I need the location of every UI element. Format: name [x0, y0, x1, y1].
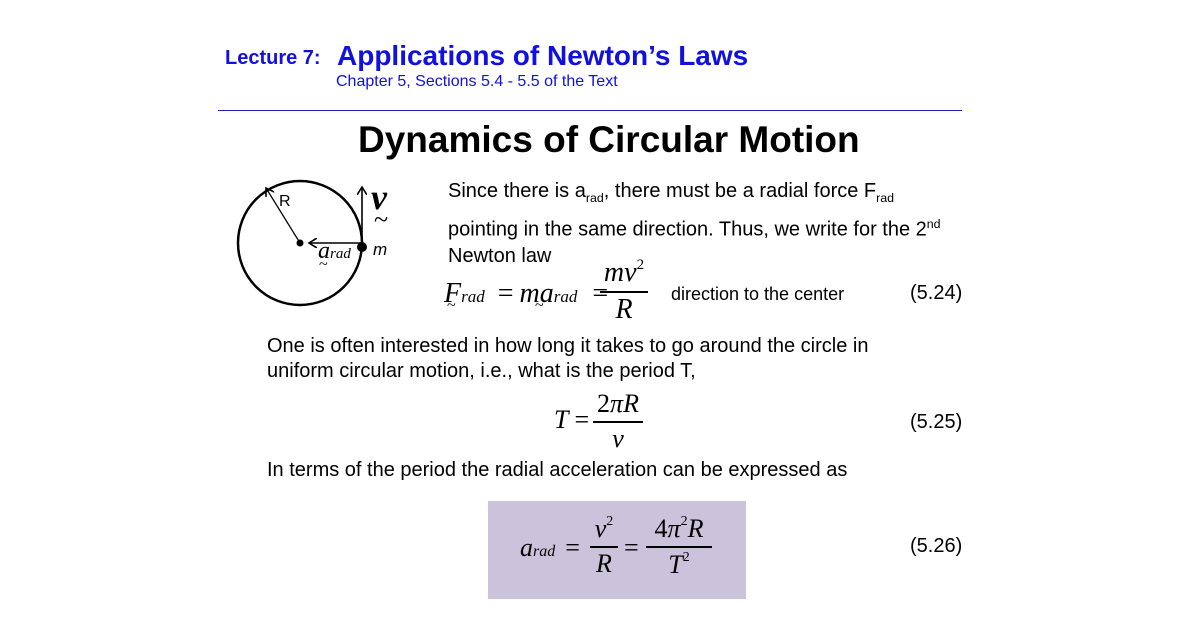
para1-sup: nd: [926, 217, 941, 231]
eq2-lhs: T=: [554, 405, 589, 435]
para1-text-4: Newton law: [448, 244, 552, 267]
paragraph-accel-period: In terms of the period the radial accele…: [267, 459, 848, 481]
eq3-highlight-box: [488, 501, 746, 599]
accel-symbol: a: [318, 238, 330, 264]
eq1-m: m: [519, 278, 540, 309]
velocity-tilde: ~: [374, 205, 389, 234]
paragraph-radial-force: Since there is arad, there must be a rad…: [448, 178, 941, 269]
eq3-a: a: [520, 533, 533, 562]
lecture-subtitle: Chapter 5, Sections 5.4 - 5.5 of the Tex…: [336, 73, 618, 90]
eq2-num-pi: π: [610, 389, 624, 418]
mass-label: m: [373, 240, 388, 259]
eq3-frac2-num-R: R: [687, 514, 704, 543]
eq3-frac2-den-sup: 2: [682, 549, 690, 565]
eq3-frac2-den: T: [668, 549, 683, 579]
eq1-a: a: [539, 278, 554, 309]
circular-motion-figure: [236, 179, 367, 307]
paragraph-period: One is often interested in how long it t…: [267, 334, 868, 384]
eq3-equals-2: =: [624, 533, 639, 562]
eq1-equals-2: =: [592, 278, 609, 309]
eq1-a-tilde: ~: [535, 297, 544, 314]
eq1-note: direction to the center: [671, 284, 845, 304]
eq3-frac2-num-pi: π: [667, 514, 681, 543]
eq3-fraction-1: v2 R: [590, 515, 618, 577]
eq3-lhs: arad =: [520, 533, 580, 563]
page-title: Dynamics of Circular Motion: [358, 119, 860, 160]
eq1-F-tilde: ~: [447, 297, 456, 314]
para2-line-2: uniform circular motion, i.e., what is t…: [267, 360, 696, 382]
eq2-number: (5.25): [910, 411, 963, 433]
eq2-num-R: R: [623, 389, 639, 418]
lecture-title: Applications of Newton’s Laws: [337, 40, 749, 71]
eq1-fraction-bar: [600, 291, 648, 293]
eq3-frac2-num-sup: 2: [680, 514, 688, 529]
eq3-fraction-2: 4π2R T2: [646, 515, 712, 578]
radius-line: [266, 188, 301, 244]
eq3-fraction-1-bar: [590, 546, 618, 548]
para1-sub-1: rad: [585, 191, 604, 205]
eq3-frac1-num: v: [594, 514, 607, 543]
para2-line-1: One is often interested in how long it t…: [267, 335, 869, 357]
eq1-num-sup: 2: [636, 257, 645, 273]
eq2-fraction-bar: [593, 421, 643, 423]
eq3-frac2-num-coef: 4: [654, 514, 668, 543]
eq1-lhs: Frad =marad =: [444, 278, 608, 310]
eq1-num: mv: [603, 257, 637, 288]
eq2-fraction: 2πR v: [593, 391, 643, 452]
para1-text-3: pointing in the same direction. Thus, we…: [448, 218, 927, 241]
eq2-T: T: [554, 405, 569, 434]
center-dot: [296, 239, 304, 247]
eq1-fraction: mv2 R: [600, 258, 648, 324]
eq3-equals-1: =: [565, 533, 580, 562]
eq3-fraction-2-bar: [646, 546, 712, 548]
eq2-equals: =: [574, 405, 590, 434]
eq1-den: R: [615, 293, 633, 325]
eq2-den: v: [612, 423, 624, 453]
eq3-frac1-num-sup: 2: [606, 514, 614, 529]
eq3-frac1-den: R: [596, 548, 612, 578]
accel-tilde: ~: [319, 256, 328, 273]
header-divider: [218, 110, 962, 111]
eq1-equals: =: [497, 278, 514, 309]
eq1-F-sub: rad: [461, 287, 485, 306]
eq1-number: (5.24): [910, 282, 963, 304]
accel-label: arad: [318, 238, 351, 265]
eq3-number: (5.26): [910, 535, 963, 557]
velocity-label: v: [371, 177, 387, 217]
eq1-a-sub: rad: [553, 287, 578, 306]
para1-text-2: , there must be a radial force F: [603, 180, 877, 202]
radius-label: R: [279, 193, 291, 210]
para1-text-1: Since there is a: [448, 180, 586, 202]
eq1-F: F: [444, 278, 462, 309]
para1-sub-2: rad: [876, 191, 895, 205]
mass-dot: [357, 242, 367, 252]
accel-subscript: rad: [330, 246, 351, 262]
eq3-a-sub: rad: [533, 543, 556, 560]
eq2-num-coef: 2: [597, 389, 611, 418]
lecture-label: Lecture 7:: [225, 47, 321, 69]
